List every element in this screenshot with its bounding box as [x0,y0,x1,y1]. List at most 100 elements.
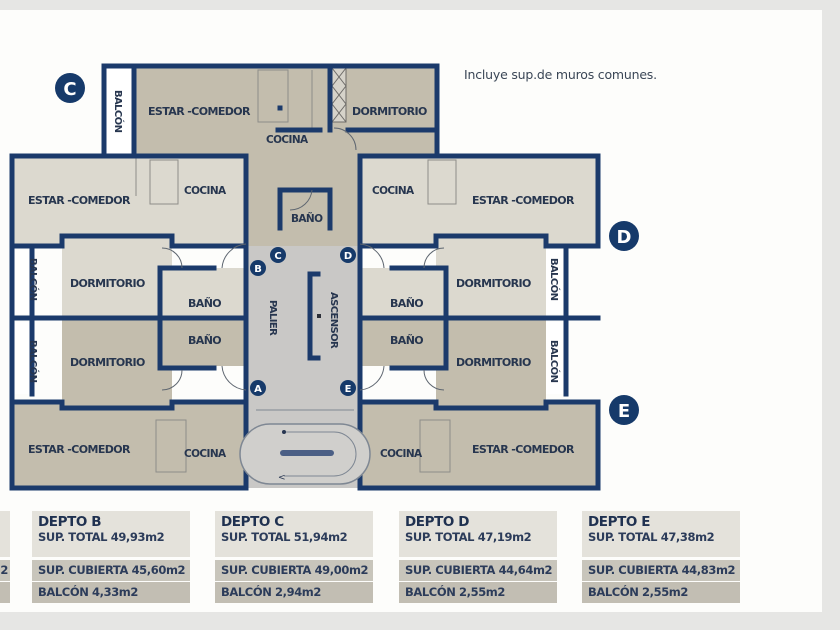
unit-balcony-area [0,582,10,603]
svg-text:E: E [618,401,630,422]
unit-badge-c: C [55,73,85,103]
balcony-d-floor [546,250,566,314]
unit-covered-area: 2 [0,560,10,581]
svg-text:B: B [254,264,262,275]
floor-plan: < ESTAR -COMEDOR COCINA DORMITORIO BALCÓ… [9,63,639,491]
surface-note: Incluye sup.de muros comunes. [464,67,657,82]
svg-text:E: E [345,384,352,395]
unit-card-header [0,511,10,557]
door-badge-e: E [340,380,356,396]
unit-c-floor [104,66,437,156]
balcony-e-floor [546,322,566,394]
room-label: ESTAR -COMEDOR [28,194,131,207]
unit-card-header: DEPTO C SUP. TOTAL 51,94m2 [215,511,373,557]
unit-e-dorm-floor [436,318,546,406]
unit-b-dorm-floor [62,236,172,316]
bath-e-floor [360,318,446,366]
unit-covered-area: SUP. CUBIERTA 45,60m2 [32,560,190,581]
core-floor [246,156,360,246]
bath-b-floor [160,268,246,318]
elevator-marker [317,314,321,318]
room-label: BALCÓN [27,340,40,383]
unit-title: DEPTO C [221,514,284,530]
room-label: DORMITORIO [352,105,427,118]
room-label: BAÑO [291,212,323,225]
svg-text:C: C [63,79,76,100]
unit-total-area: SUP. TOTAL 49,93m2 [38,530,165,544]
door-badge-d: D [340,247,356,263]
unit-a-dorm-floor [62,318,172,406]
svg-text:D: D [344,251,352,262]
room-label: ASCENSOR [328,292,339,349]
svg-text:C: C [274,251,281,262]
palier-floor [246,246,360,406]
unit-title: DEPTO B [38,514,102,530]
room-label: COCINA [372,185,415,197]
unit-total-area: SUP. TOTAL 51,94m2 [221,530,348,544]
unit-card-header: DEPTO E SUP. TOTAL 47,38m2 [582,511,740,557]
unit-d-floor [360,156,598,246]
unit-card-header: DEPTO B SUP. TOTAL 49,93m2 [32,511,190,557]
unit-e-floor [360,402,598,488]
room-label: BALCÓN [27,258,40,301]
unit-balcony-area: BALCÓN 4,33m2 [32,582,190,603]
unit-covered-area: SUP. CUBIERTA 49,00m2 [215,560,373,581]
room-label: DORMITORIO [456,356,531,369]
stair: < [239,409,371,485]
door-swings [161,127,445,391]
unit-card-header: DEPTO D SUP. TOTAL 47,19m2 [399,511,557,557]
walls [9,63,601,491]
unit-d-dorm-floor [436,236,546,316]
room-label: COCINA [380,448,423,460]
svg-text:<: < [278,473,286,483]
unit-card-e: DEPTO E SUP. TOTAL 47,38m2 SUP. CUBIERTA… [582,511,740,603]
svg-text:A: A [254,384,262,395]
unit-c-balcony-floor [106,68,132,154]
room-label: DORMITORIO [70,277,145,290]
unit-balcony-area: BALCÓN 2,94m2 [215,582,373,603]
plan-page: < ESTAR -COMEDOR COCINA DORMITORIO BALCÓ… [0,10,822,612]
unit-covered-area: SUP. CUBIERTA 44,83m2 [582,560,740,581]
unit-title: DEPTO D [405,514,470,530]
unit-covered-area: SUP. CUBIERTA 44,64m2 [399,560,557,581]
unit-total-area: SUP. TOTAL 47,38m2 [588,530,715,544]
balcony-b-floor [12,250,32,314]
room-label: ESTAR -COMEDOR [472,443,575,456]
room-label: ESTAR -COMEDOR [472,194,575,207]
room-label: BAÑO [188,334,221,347]
room-label: BAÑO [390,334,423,347]
bath-a-floor [160,318,246,366]
room-label: ESTAR -COMEDOR [28,443,131,456]
closet-hatch [331,67,347,123]
unit-balcony-area: BALCÓN 2,55m2 [582,582,740,603]
floors [12,66,598,488]
room-labels: ESTAR -COMEDOR COCINA DORMITORIO BALCÓN … [27,90,576,460]
unit-card-c: DEPTO C SUP. TOTAL 51,94m2 SUP. CUBIERTA… [215,511,373,603]
unit-badge-d: D [609,221,639,251]
bath-d-floor [360,268,446,318]
unit-title: DEPTO E [588,514,651,530]
unit-badge-e: E [609,395,639,425]
door-badge-a: A [250,380,266,396]
fixtures [135,69,457,473]
room-label: BALCÓN [112,90,125,133]
room-label: DORMITORIO [70,356,145,369]
room-label: DORMITORIO [456,277,531,290]
room-label: COCINA [184,185,227,197]
unit-balcony-area: BALCÓN 2,55m2 [399,582,557,603]
room-label: COCINA [266,134,309,146]
room-label: BAÑO [390,297,423,310]
room-label: ESTAR -COMEDOR [148,105,251,118]
room-label: PALIER [267,300,278,336]
balcony-a-floor [12,322,32,394]
door-badge-b: B [250,260,266,276]
unit-card-d: DEPTO D SUP. TOTAL 47,19m2 SUP. CUBIERTA… [399,511,557,603]
room-label: BALCÓN [548,258,561,301]
unit-a-floor [12,402,248,488]
unit-total-area: SUP. TOTAL 47,19m2 [405,530,532,544]
unit-card-a: 2 [0,511,10,603]
room-label: BALCÓN [548,340,561,383]
svg-text:D: D [617,227,632,248]
room-label: BAÑO [188,297,221,310]
unit-card-b: DEPTO B SUP. TOTAL 49,93m2 SUP. CUBIERTA… [32,511,190,603]
